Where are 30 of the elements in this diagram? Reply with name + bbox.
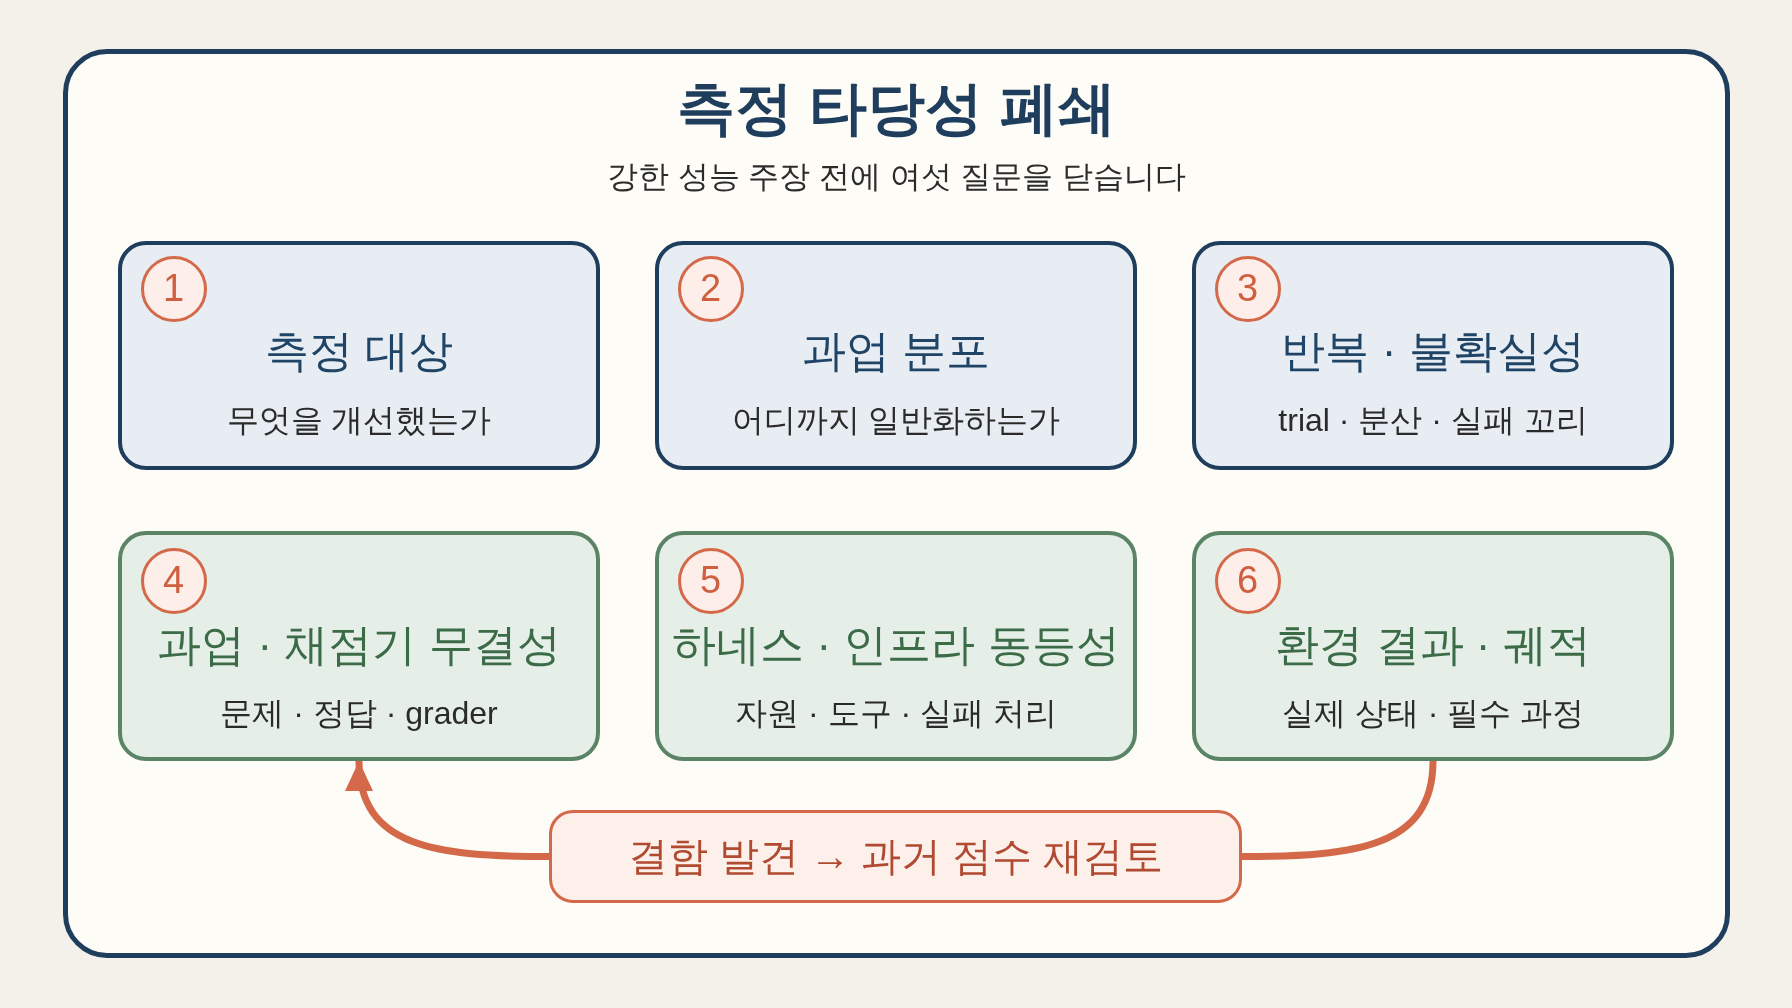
- question-card: [1192, 531, 1674, 761]
- card-subtitle: trial · 분산 · 실패 꼬리: [1277, 401, 1589, 439]
- title: 측정 타당성 폐쇄: [676, 74, 1117, 142]
- question-card: [1192, 241, 1674, 470]
- card-subtitle: 어디까지 일반화하는가: [730, 401, 1062, 439]
- subtitle: 강한 성능 주장 전에 여섯 질문을 닫습니다: [606, 158, 1187, 195]
- number-badge: 3: [1214, 255, 1281, 322]
- connector-line: [1241, 760, 1437, 860]
- card-subtitle: 실제 상태 · 필수 과정: [1280, 694, 1586, 732]
- curved-arrow: [347, 760, 550, 860]
- card-heading: 과업 분포: [800, 325, 992, 377]
- card-heading: 환경 결과 · 궤적: [1274, 619, 1592, 671]
- note-box: 결함 발견 → 과거 점수 재검토: [549, 810, 1242, 903]
- number-badge: 4: [140, 547, 207, 614]
- number-badge: 6: [1214, 547, 1281, 614]
- card-heading: 하네스 · 인프라 동등성: [671, 619, 1121, 671]
- question-card: [118, 531, 600, 761]
- question-card: [118, 241, 600, 470]
- card-subtitle: 자원 · 도구 · 실패 처리: [734, 694, 1058, 732]
- number-badge: 1: [140, 255, 207, 322]
- card-heading: 반복 · 불확실성: [1280, 325, 1586, 377]
- card-heading: 측정 대상: [263, 325, 455, 377]
- card-subtitle: 문제 · 정답 · grader: [219, 694, 499, 732]
- number-badge: 5: [677, 547, 744, 614]
- question-card: [655, 531, 1137, 761]
- number-badge: 2: [677, 255, 744, 322]
- card-subtitle: 무엇을 개선했는가: [225, 401, 493, 439]
- panel-frame: [63, 49, 1730, 958]
- card-heading: 과업 · 채점기 무결성: [156, 619, 562, 671]
- question-card: [655, 241, 1137, 470]
